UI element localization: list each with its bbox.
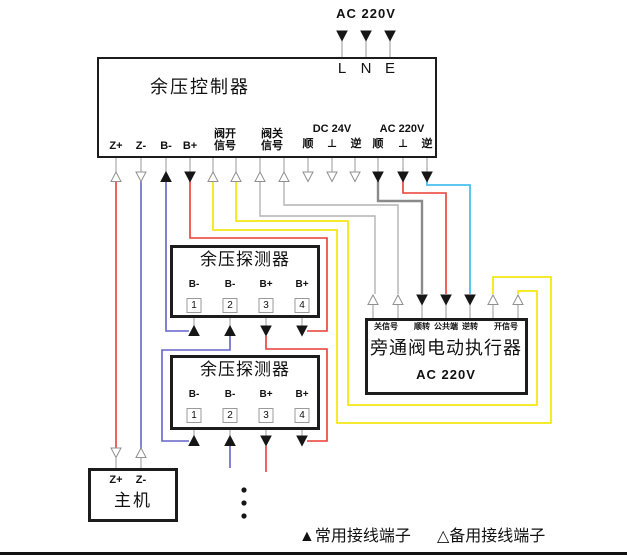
detector-1-b2-label: B-	[224, 279, 236, 290]
actuator-title: 旁通阀电动执行器	[370, 338, 522, 358]
spare-terminal-triangle-icon	[135, 446, 147, 458]
terminal-E-label: E	[384, 60, 396, 77]
detector-2-b4-label: B+	[295, 389, 309, 400]
common-terminal-triangle-icon	[184, 171, 196, 183]
spare-terminal-triangle-icon	[302, 171, 314, 183]
terminal-L-label: L	[337, 60, 347, 77]
detector-2-terminal-1: 1	[186, 408, 202, 423]
common-terminal-triangle-icon	[296, 435, 308, 447]
common-terminal-triangle-icon	[440, 294, 452, 306]
spare-terminal-triangle-icon	[392, 293, 404, 305]
spare-terminal-triangle-icon	[367, 293, 379, 305]
continuation-dot	[241, 487, 247, 493]
common-terminal-triangle-icon	[296, 325, 308, 337]
legend-spare-terminal: △备用接线端子	[437, 528, 546, 545]
common-terminal-triangle-icon	[260, 435, 272, 447]
detector-1-terminal-2: 2	[222, 298, 238, 313]
spare-terminal-triangle-icon	[349, 171, 361, 183]
spare-terminal-triangle-icon	[278, 170, 290, 182]
spare-terminal-triangle-icon	[326, 171, 338, 183]
spare-terminal-triangle-icon	[110, 447, 122, 459]
common-terminal-triangle-icon	[372, 171, 384, 183]
detector-2-b2-label: B-	[224, 389, 236, 400]
ac-reverse-label: 逆	[421, 138, 433, 150]
actuator-power-label: AC 220V	[416, 367, 476, 382]
common-terminal-triangle-icon	[421, 171, 433, 183]
actuator-common-label: 公共端	[434, 322, 458, 331]
spare-terminal-triangle-icon	[487, 293, 499, 305]
detector-2-terminal-2: 2	[222, 408, 238, 423]
detector-2-terminal-3: 3	[258, 408, 274, 423]
valve-close-label: 阀关信号	[261, 128, 283, 152]
dc-forward-label: 顺	[302, 138, 314, 150]
ac-forward-label: 顺	[372, 138, 384, 150]
detector-1-terminal-4: 4	[294, 298, 310, 313]
host-title: 主机	[114, 491, 152, 510]
valve-open-label: 阀开信号	[214, 128, 236, 152]
common-terminal-triangle-icon	[188, 434, 200, 446]
spare-terminal-triangle-icon	[254, 170, 266, 182]
actuator-open-signal-label: 开信号	[494, 322, 518, 331]
common-terminal-triangle-icon	[464, 294, 476, 306]
spare-terminal-triangle-icon	[512, 293, 524, 305]
detector-2-terminal-4: 4	[294, 408, 310, 423]
terminal-b-minus-label: B-	[160, 140, 172, 152]
common-terminal-triangle-icon	[224, 324, 236, 336]
continuation-dot	[241, 513, 247, 519]
legend-common-terminal: ▲常用接线端子	[299, 528, 411, 545]
ac-power-label: AC 220V	[379, 123, 425, 135]
common-terminal-triangle-icon	[260, 325, 272, 337]
controller-title: 余压控制器	[150, 77, 250, 97]
detector-1-terminal-3: 3	[258, 298, 274, 313]
detector-2-title: 余压探测器	[200, 360, 290, 379]
terminal-z-minus-label: Z-	[135, 140, 147, 152]
detector-1-b4-label: B+	[295, 279, 309, 290]
common-terminal-triangle-icon	[384, 30, 396, 42]
common-terminal-triangle-icon	[188, 324, 200, 336]
actuator-forward-label: 顺转	[414, 322, 430, 331]
common-terminal-triangle-icon	[336, 30, 348, 42]
common-terminal-triangle-icon	[360, 30, 372, 42]
ac-common-label: ⊥	[397, 138, 409, 150]
wire-ac-reverse-to-actuator	[426, 181, 471, 294]
actuator-close-signal-label: 关信号	[374, 322, 398, 331]
dc-reverse-label: 逆	[350, 138, 362, 150]
host-z-minus-label: Z-	[135, 474, 147, 486]
detector-1-b1-label: B-	[188, 279, 200, 290]
wire-ac-forward-to-actuator	[376, 181, 424, 294]
top-power-label: AC 220V	[336, 6, 396, 21]
common-terminal-triangle-icon	[224, 434, 236, 446]
common-terminal-triangle-icon	[416, 294, 428, 306]
spare-terminal-triangle-icon	[207, 170, 219, 182]
host-z-plus-label: Z+	[109, 474, 123, 486]
common-terminal-triangle-icon	[160, 170, 172, 182]
detector-1-title: 余压探测器	[200, 250, 290, 269]
wire-ac-common-to-actuator	[402, 181, 447, 294]
detector-2-b3-label: B+	[259, 389, 273, 400]
terminal-N-label: N	[360, 60, 372, 77]
detector-1-b3-label: B+	[259, 279, 273, 290]
continuation-dot	[241, 500, 247, 506]
host-box	[88, 468, 178, 522]
detector-2-b1-label: B-	[188, 389, 200, 400]
common-terminal-triangle-icon	[397, 171, 409, 183]
spare-terminal-triangle-icon	[230, 170, 242, 182]
detector-1-terminal-1: 1	[186, 298, 202, 313]
dc-power-label: DC 24V	[312, 123, 352, 135]
controller-box	[97, 57, 437, 158]
terminal-z-plus-label: Z+	[109, 140, 123, 152]
terminal-b-plus-label: B+	[182, 140, 198, 152]
bottom-border-line	[0, 552, 627, 555]
spare-terminal-triangle-icon	[110, 170, 122, 182]
actuator-reverse-label: 逆转	[462, 322, 478, 331]
spare-terminal-triangle-icon	[135, 171, 147, 183]
dc-common-label: ⊥	[326, 138, 338, 150]
